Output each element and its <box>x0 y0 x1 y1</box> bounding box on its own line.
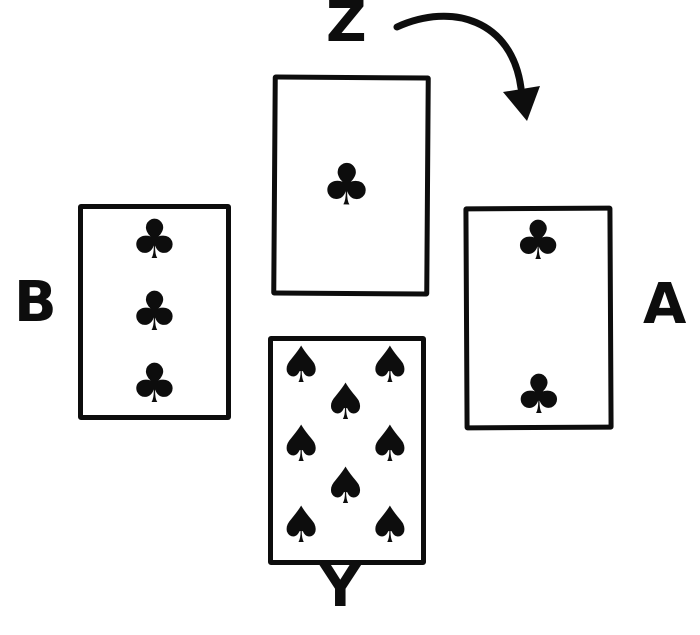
spade-pip: ♠ <box>278 414 324 473</box>
label-b: B <box>14 270 57 335</box>
club-pip: ♣ <box>514 362 564 427</box>
card-bottom-y: ♠ ♠ ♠ ♠ ♠ ♠ ♠ ♠ <box>268 336 426 565</box>
card-top-z: ♣ <box>271 74 431 297</box>
club-pip: ♣ <box>130 352 179 416</box>
label-y: Y <box>320 555 361 620</box>
spade-pip: ♠ <box>323 456 368 515</box>
card-left-b: ♣ ♣ ♣ <box>78 204 231 420</box>
spade-pip: ♠ <box>367 336 413 395</box>
club-pip: ♣ <box>130 207 179 271</box>
club-pip: ♣ <box>130 280 179 343</box>
club-pip: ♣ <box>513 208 563 273</box>
spade-pip: ♠ <box>367 414 413 473</box>
club-pip: ♣ <box>320 151 373 219</box>
label-a: A <box>643 272 687 337</box>
spade-pip: ♠ <box>278 495 324 554</box>
spade-pip: ♠ <box>367 495 413 554</box>
label-z: Z <box>326 0 367 55</box>
card-right-a: ♣ ♣ <box>463 205 614 431</box>
spade-pip: ♠ <box>323 373 368 432</box>
spade-pip: ♠ <box>278 336 324 395</box>
